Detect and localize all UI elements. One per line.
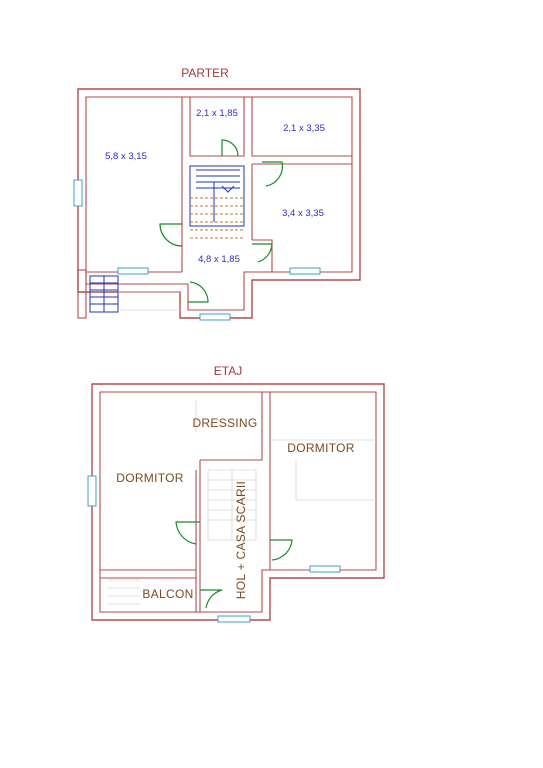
- room-label-balcony: BALCON: [142, 587, 193, 601]
- upper-window-left: [87, 475, 97, 507]
- ground-outer-wall: [77, 88, 361, 319]
- room-label-bedroom-right: DORMITOR: [287, 441, 355, 455]
- ground-wall-topright: [251, 97, 352, 157]
- ground-entrance-steps: [89, 275, 180, 313]
- upper-floor-title: ETAJ: [214, 364, 242, 378]
- upper-inner-outline: [99, 391, 377, 613]
- ground-wall-small-room: [189, 97, 245, 157]
- upper-dressing-divider: [195, 400, 376, 501]
- ground-window-bottom-right: [289, 267, 321, 275]
- room-label-dressing: DRESSING: [192, 416, 257, 430]
- room-label-bedroom-left: DORMITOR: [116, 471, 184, 485]
- upper-outer-wall: [91, 383, 385, 621]
- room-dim-top-right: 2,1 x 3,35: [283, 123, 325, 134]
- room-dim-right: 3,4 x 3,35: [282, 208, 324, 219]
- ground-wall-left-room: [86, 97, 183, 273]
- room-dim-left: 5,8 x 3,15: [105, 151, 147, 162]
- ground-staircase: [189, 165, 245, 239]
- ground-floor-plan: PARTER: [73, 66, 361, 321]
- ground-doors: [159, 139, 284, 303]
- ground-window-entrance: [199, 313, 231, 321]
- upper-balcony-rail: [108, 579, 140, 605]
- upper-doors: [175, 521, 293, 609]
- ground-porch-post: [77, 269, 87, 319]
- upper-window-hall: [217, 615, 251, 623]
- ground-window-bottom-left: [117, 267, 149, 275]
- upper-wall-hall: [195, 460, 201, 612]
- room-dim-hall: 4,8 x 1,85: [198, 254, 240, 265]
- upper-window-right: [309, 565, 341, 573]
- upper-staircase: [207, 469, 257, 541]
- upper-floor-plan: ETAJ DRESSING DORMITOR DORMITOR: [87, 364, 385, 623]
- ground-wall-right-room: [251, 163, 352, 272]
- ground-inner-outline: [85, 96, 353, 311]
- room-dim-small: 2,1 x 1,85: [196, 108, 238, 119]
- ground-window-left: [73, 179, 83, 207]
- upper-wall-balcony: [100, 569, 196, 579]
- room-label-hall-stairs: HOL + CASA SCARII: [234, 481, 248, 599]
- ground-floor-title: PARTER: [181, 66, 229, 80]
